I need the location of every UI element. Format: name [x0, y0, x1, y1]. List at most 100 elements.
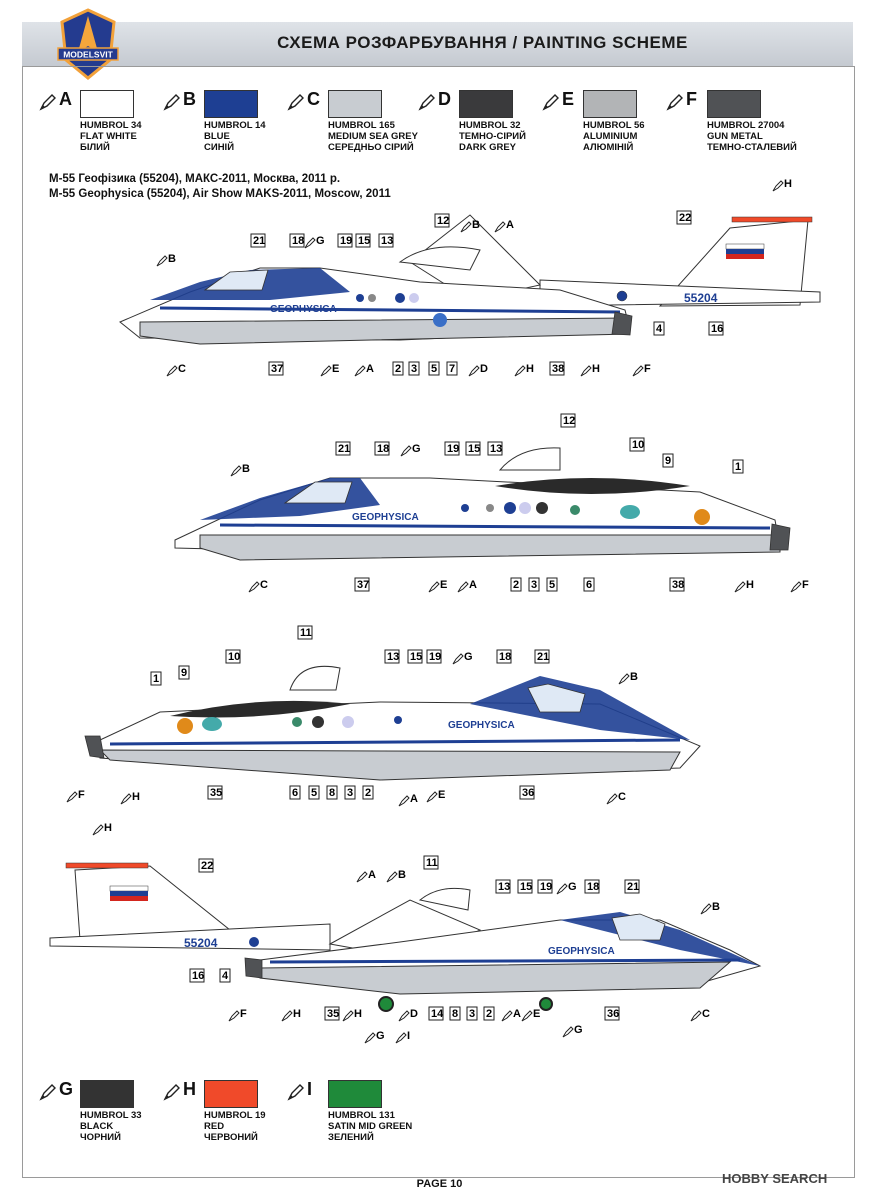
- callout-text: F: [802, 579, 809, 591]
- callout-text: 1: [153, 673, 159, 685]
- callout-v1-4: 15: [355, 233, 371, 248]
- brush-icon: [632, 365, 644, 377]
- callout-v2-17: 5: [546, 577, 558, 592]
- callout-text: 16: [192, 970, 204, 982]
- view-left-side-full: GEOPHYSICA 55204: [119, 214, 821, 345]
- brush-icon: [501, 1010, 513, 1022]
- callout-v1-16: E: [320, 363, 339, 377]
- callout-v2-6: 13: [487, 441, 503, 456]
- callout-v4-23: A: [501, 1008, 521, 1022]
- callout-text: I: [407, 1030, 410, 1042]
- callout-v4-21: 3: [466, 1006, 478, 1021]
- brush-icon: [281, 1010, 293, 1022]
- brush-icon: [120, 793, 132, 805]
- callout-v4-12: 16: [189, 968, 205, 983]
- brush-icon: [398, 1010, 410, 1022]
- color-letter: D: [438, 89, 451, 109]
- view-right-side: GEOPHYSICA: [84, 665, 701, 781]
- brush-icon: [734, 581, 746, 593]
- callout-text: 5: [549, 579, 555, 591]
- callout-v4-8: G: [556, 881, 577, 895]
- brush-icon: [304, 237, 316, 249]
- callout-text: A: [366, 363, 374, 375]
- callout-text: 35: [327, 1008, 339, 1020]
- callout-text: 36: [522, 787, 534, 799]
- callout-text: 19: [340, 235, 352, 247]
- callout-text: 38: [672, 579, 684, 591]
- callout-text: B: [168, 253, 176, 265]
- page-frame: [22, 66, 855, 1178]
- page-title: СХЕМА РОЗФАРБУВАННЯ / PAINTING SCHEME: [277, 33, 688, 52]
- callout-v1-19: 3: [408, 361, 420, 376]
- callout-v3-1: 13: [384, 649, 400, 664]
- callout-v3-19: A: [398, 793, 418, 807]
- callout-text: 11: [300, 627, 312, 639]
- callout-text: F: [644, 363, 651, 375]
- callout-v4-20: 8: [449, 1006, 461, 1021]
- callout-text: D: [410, 1008, 418, 1020]
- callout-text: H: [293, 1008, 301, 1020]
- callout-text: 19: [429, 651, 441, 663]
- callout-text: 22: [679, 212, 691, 224]
- color-letter: I: [307, 1079, 313, 1099]
- callout-v4-24: E: [521, 1008, 540, 1022]
- brush-icon: [666, 94, 683, 111]
- page-number: PAGE 10: [416, 1178, 463, 1190]
- callout-text: 12: [563, 415, 575, 427]
- callout-v2-7: 10: [629, 437, 645, 452]
- callout-text: C: [178, 363, 186, 375]
- brush-icon: [521, 1010, 533, 1022]
- callout-v2-2: 18: [374, 441, 390, 456]
- brush-icon: [39, 1084, 56, 1101]
- callout-v3-9: 9: [178, 665, 190, 680]
- callout-v3-0: 11: [297, 625, 313, 640]
- brush-icon: [457, 581, 469, 593]
- callout-v4-22: 2: [483, 1006, 495, 1021]
- header-band: СХЕМА РОЗФАРБУВАННЯ / PAINTING SCHEME: [22, 22, 853, 66]
- callout-v2-16: 3: [528, 577, 540, 592]
- callout-v1-17: A: [354, 363, 374, 377]
- callout-text: D: [480, 363, 488, 375]
- callout-text: 1: [735, 461, 741, 473]
- brush-icon: [163, 1084, 180, 1101]
- callout-text: B: [242, 463, 250, 475]
- brush-icon: [494, 221, 506, 233]
- brush-icon: [452, 653, 464, 665]
- callout-v1-8: A: [494, 219, 514, 233]
- callout-text: 6: [586, 579, 592, 591]
- callout-text: B: [630, 671, 638, 683]
- callout-text: G: [316, 235, 325, 247]
- callout-v2-18: 6: [583, 577, 595, 592]
- callout-text: 18: [587, 881, 599, 893]
- callout-v1-23: H: [514, 363, 534, 377]
- callout-text: 37: [271, 363, 283, 375]
- callout-v3-8: 10: [225, 649, 241, 664]
- brush-icon: [166, 365, 178, 377]
- callout-v2-1: 21: [335, 441, 351, 456]
- brush-icon: [606, 793, 618, 805]
- callout-v4-3: A: [356, 869, 376, 883]
- callout-v4-27: G: [562, 1024, 583, 1038]
- color-chip: [328, 90, 382, 118]
- callout-v2-5: 15: [465, 441, 481, 456]
- caption-ukrainian: М-55 Геофізика (55204), МАКС-2011, Москв…: [49, 173, 341, 185]
- callout-v4-0: H: [92, 822, 112, 836]
- view-left-side: GEOPHYSICA: [174, 447, 791, 561]
- callout-text: 4: [656, 323, 663, 335]
- callout-v4-7: 19: [537, 879, 553, 894]
- callout-text: A: [469, 579, 477, 591]
- callout-v1-11: B: [156, 253, 176, 267]
- callout-v3-13: 35: [207, 785, 223, 800]
- brush-icon: [395, 1032, 407, 1044]
- callout-text: 11: [426, 857, 438, 869]
- callout-text: 3: [531, 579, 537, 591]
- callout-v3-21: 36: [519, 785, 535, 800]
- callout-v3-11: F: [66, 789, 85, 803]
- color-letter: G: [59, 1079, 74, 1099]
- callout-text: E: [332, 363, 339, 375]
